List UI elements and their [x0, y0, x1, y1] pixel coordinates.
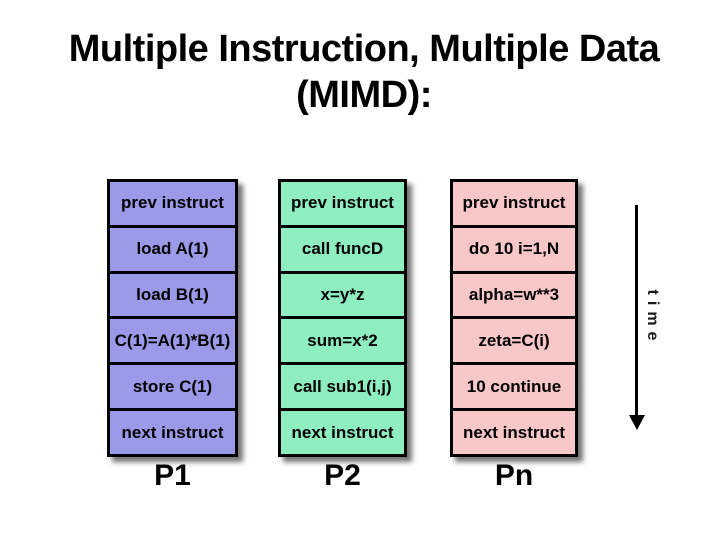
processor-column-pn: prev instruct do 10 i=1,N alpha=w**3 zet… [450, 179, 578, 457]
instruction-cell: zeta=C(i) [453, 319, 575, 366]
instruction-cell: prev instruct [453, 182, 575, 228]
processor-column-p1: prev instruct load A(1) load B(1) C(1)=A… [107, 179, 238, 457]
instruction-cell: load A(1) [110, 228, 235, 274]
instruction-cell: next instruct [291, 422, 394, 442]
title-line-2: (MIMD): [296, 74, 432, 116]
instruction-cell: alpha=w**3 [453, 274, 575, 320]
instruction-cell: next instruct [462, 422, 566, 442]
processor-column-p2: prev instruct call funcD x=y*z sum=x*2 c… [278, 179, 407, 457]
processor-label-p2: P2 [324, 459, 361, 492]
processor-label-pn: Pn [494, 459, 534, 492]
time-axis-label: time [644, 289, 661, 347]
time-arrow-head-icon [629, 415, 645, 430]
processor-label-p1: P1 [154, 459, 191, 492]
instruction-cell: store C(1) [110, 365, 235, 412]
instruction-cell: C(1)=A(1)*B(1) [110, 319, 235, 366]
instruction-cell: sum=x*2 [281, 319, 404, 366]
instruction-cell: do 10 i=1,N [453, 228, 575, 274]
slide-title: Multiple Instruction, Multiple Data (MIM… [0, 26, 728, 118]
instruction-cell: prev instruct [110, 182, 235, 228]
instruction-cell: load B(1) [110, 274, 235, 320]
instruction-cell: next instruct [121, 422, 224, 442]
instruction-cell: prev instruct [281, 182, 404, 228]
instruction-cell: 10 continue [453, 365, 575, 412]
instruction-cell: call sub1(i,j) [281, 365, 404, 412]
instruction-cell: x=y*z [281, 274, 404, 320]
time-arrow [635, 205, 638, 417]
title-line-1: Multiple Instruction, Multiple Data [68, 28, 660, 70]
instruction-cell: call funcD [281, 228, 404, 274]
